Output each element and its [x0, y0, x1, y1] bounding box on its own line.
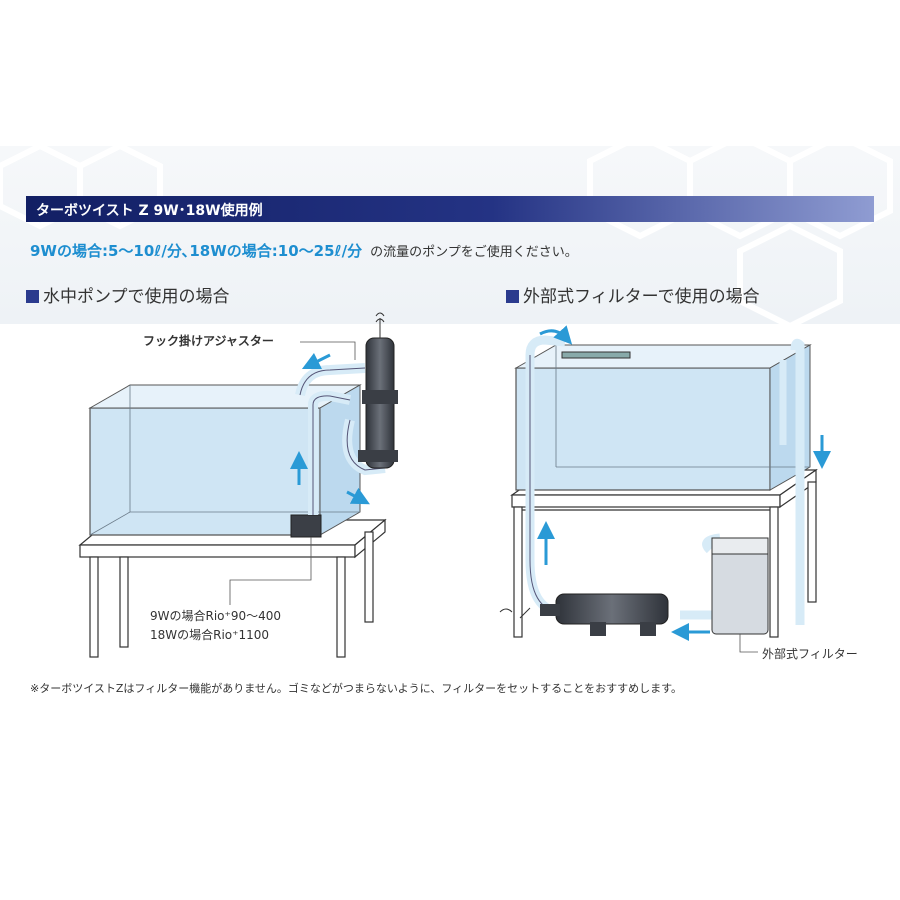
hook-adjuster-label: フック掛けアジャスター	[143, 334, 274, 348]
footnote: ※ターボツイストZはフィルター機能がありません。ゴミなどがつまらないように、フィ…	[30, 682, 682, 695]
left-heading-text: 水中ポンプで使用の場合	[43, 287, 230, 307]
left-section-heading: 水中ポンプで使用の場合	[26, 282, 230, 307]
pump-model-18w: 18Wの場合Rio⁺1100	[150, 628, 270, 642]
background-banner	[0, 146, 900, 324]
square-bullet-icon	[506, 290, 519, 303]
hexagon-pattern	[0, 146, 893, 324]
flow-rate-note: 9Wの場合:5～10ℓ/分､18Wの場合:10～25ℓ/分の流量のポンプをご使用…	[30, 240, 578, 261]
external-filter-label: 外部式フィルター	[762, 647, 858, 661]
square-bullet-icon	[26, 290, 39, 303]
flow-rate-text: の流量のポンプをご使用ください。	[370, 245, 578, 260]
left-aquarium-diagram	[78, 312, 398, 658]
right-aquarium-diagram	[499, 325, 831, 653]
flow-rate-highlight: 9Wの場合:5～10ℓ/分､18Wの場合:10～25ℓ/分	[30, 242, 363, 260]
pump-model-9w: 9Wの場合Rio⁺90～400	[150, 609, 282, 623]
right-section-heading: 外部式フィルターで使用の場合	[506, 282, 760, 307]
title-bar: ターボツイスト Z 9W･18W使用例	[26, 196, 874, 222]
page-title: ターボツイスト Z 9W･18W使用例	[36, 203, 263, 219]
right-heading-text: 外部式フィルターで使用の場合	[523, 287, 760, 307]
